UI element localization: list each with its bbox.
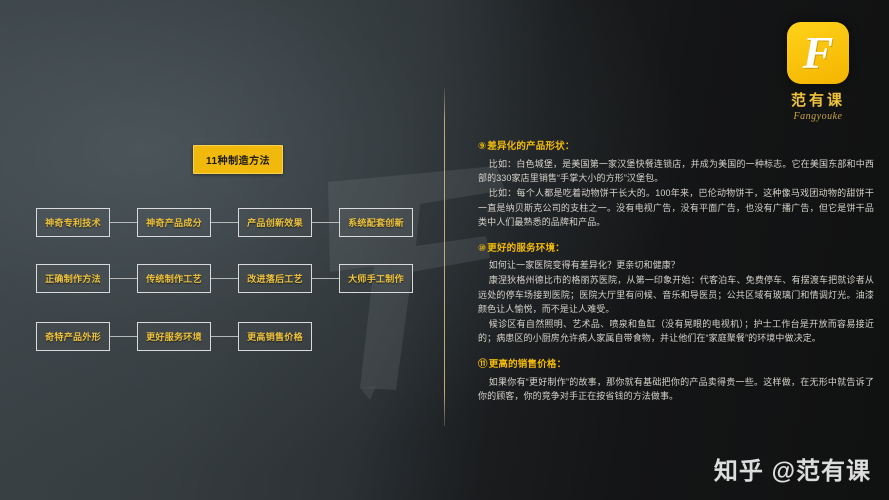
section-heading: ⑪更高的销售价格：	[478, 358, 874, 372]
section-paragraph: 候诊区有自然照明、艺术品、喷泉和鱼缸（没有晃眼的电视机）；护士工作台是开放而容易…	[478, 318, 874, 344]
section-heading-text: 更高的销售价格：	[488, 358, 567, 370]
section-marker: ⑩	[478, 242, 487, 254]
flow-connector	[211, 278, 238, 279]
section-heading: ⑨差异化的产品形状：	[478, 140, 874, 154]
logo-letter: F	[802, 27, 834, 78]
content-section: ⑩更好的服务环境： 如何让一家医院变得有差异化？更亲切和健康？ 康涅狄格州德比市的格…	[478, 242, 874, 346]
flow-connector	[211, 336, 238, 337]
flow-node[interactable]: 奇特产品外形	[36, 322, 110, 351]
flow-node[interactable]: 神奇专利技术	[36, 208, 110, 237]
flow-node[interactable]: 系统配套创新	[339, 208, 413, 237]
content-section: ⑪更高的销售价格： 如果你有“更好制作”的故事，那你就有基础把你的产品卖得贵一些。…	[478, 358, 874, 404]
flow-title-box: 11种制造方法	[193, 145, 284, 174]
section-paragraph: 如果你有“更好制作”的故事，那你就有基础把你的产品卖得贵一些。这样做，在无形中就…	[478, 376, 874, 402]
logo-name-cn: 范有课	[790, 92, 845, 109]
flow-connector	[312, 278, 339, 279]
flow-node[interactable]: 大师手工制作	[339, 264, 413, 293]
zhihu-watermark: 知乎 @范有课	[713, 458, 871, 485]
flow-node[interactable]: 产品创新效果	[238, 208, 312, 237]
content-panel: ⑨差异化的产品形状： 比如：白色城堡，是美国第一家汉堡快餐连锁店，并成为美国的一种…	[478, 140, 874, 416]
content-section: ⑨差异化的产品形状： 比如：白色城堡，是美国第一家汉堡快餐连锁店，并成为美国的一种…	[478, 140, 874, 230]
section-heading-text: 更好的服务环境：	[487, 242, 565, 254]
section-body: 如何让一家医院变得有差异化？更亲切和健康？ 康涅狄格州德比市的格丽苏医院，从第一印…	[478, 258, 874, 345]
flow-node[interactable]: 传统制作工艺	[137, 264, 211, 293]
flow-connector	[110, 336, 137, 337]
section-marker: ⑨	[478, 141, 487, 152]
flow-node[interactable]: 神奇产品成分	[137, 208, 211, 237]
section-marker: ⑪	[478, 358, 488, 370]
section-heading: ⑩更好的服务环境：	[478, 242, 874, 256]
section-body: 比如：白色城堡，是美国第一家汉堡快餐连锁店，并成为美国的一种标志。它在美国东部和…	[478, 157, 874, 230]
section-paragraph: 康涅狄格州德比市的格丽苏医院，从第一印象开始：代客泊车、免费停车、有摆渡车把就诊…	[478, 275, 874, 315]
flow-node[interactable]: 改进落后工艺	[238, 264, 312, 293]
flow-connector	[110, 278, 137, 279]
logo-mark-icon: F	[787, 22, 849, 84]
section-paragraph: 比如：每个人都是吃着动物饼干长大的。100年来，巴伦动物饼干，这种像马戏团动物的…	[478, 187, 874, 228]
vertical-divider	[444, 88, 445, 426]
section-paragraph: 比如：白色城堡，是美国第一家汉堡快餐连锁店，并成为美国的一种标志。它在美国东部和…	[478, 158, 874, 184]
flow-node[interactable]: 更好服务环境	[137, 322, 211, 351]
section-paragraph: 如何让一家医院变得有差异化？更亲切和健康？	[488, 260, 680, 271]
flow-connector	[312, 222, 339, 223]
brand-logo: F 范有课 Fangyouke	[769, 22, 867, 122]
logo-name-en: Fangyouke	[793, 111, 843, 122]
flow-node[interactable]: 正确制作方法	[36, 264, 110, 293]
flow-connector	[211, 222, 238, 223]
flow-node[interactable]: 更高销售价格	[238, 322, 312, 351]
section-heading-text: 差异化的产品形状：	[487, 141, 575, 152]
flow-connector	[110, 222, 137, 223]
section-body: 如果你有“更好制作”的故事，那你就有基础把你的产品卖得贵一些。这样做，在无形中就…	[478, 375, 874, 404]
